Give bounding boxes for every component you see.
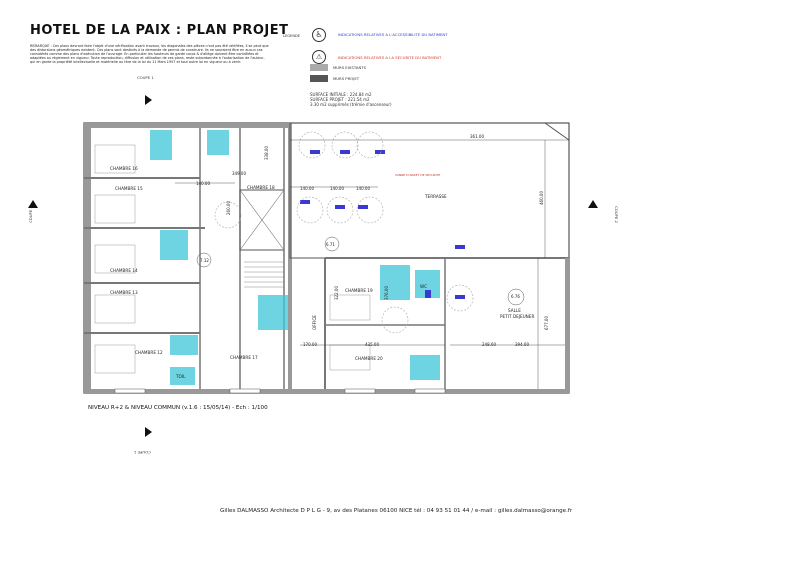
bathroom-16 <box>150 130 172 160</box>
room-terrasse: TERRASSE <box>424 194 447 199</box>
room-salle: SALLE <box>508 308 521 313</box>
dim-677: 677.00 <box>544 316 549 330</box>
dim-349: 349.00 <box>232 171 246 176</box>
room-ch18: CHAMBRE 18 <box>247 185 275 190</box>
dim-140b: 140.00 <box>330 186 344 191</box>
cut-marker-2-left <box>28 200 38 208</box>
bathroom-14 <box>160 230 188 260</box>
cut-marker-1-bottom <box>145 427 152 437</box>
legend-security: INDICATIONS RELATIVES A LA SECURITE DU B… <box>338 55 442 60</box>
room-petit-dej: PETIT DEJEUNER <box>500 314 534 319</box>
bathroom-12 <box>170 335 198 355</box>
room-ch12: CHAMBRE 12 <box>135 350 163 355</box>
room-ch13: CHAMBRE 13 <box>110 290 138 295</box>
plan-subtitle: NIVEAU R+2 & NIVEAU COMMUN (v.1.6 : 15/0… <box>88 405 268 411</box>
dim-140d: 140.00 <box>196 181 210 186</box>
staircase <box>244 261 284 288</box>
dim-140a: 140.00 <box>300 186 314 191</box>
surface-initial: SURFACE INITIALE : 224.84 m2 <box>310 92 372 97</box>
room-ch17: CHAMBRE 17 <box>230 355 258 360</box>
room-ch16: CHAMBRE 16 <box>110 166 138 171</box>
dim-460: 460.00 <box>539 191 544 205</box>
dim-260: 260.00 <box>226 201 231 215</box>
wall-top-left <box>84 123 289 128</box>
dim-394: 394.00 <box>515 342 529 347</box>
room-ch19: CHAMBRE 19 <box>345 288 373 293</box>
cut-marker-1-top <box>145 95 152 105</box>
project-walls-label: MURS PROJET <box>333 76 360 81</box>
cut-label-1-top: COUPE 1 <box>137 75 154 80</box>
dim-140c: 140.00 <box>356 186 370 191</box>
legend-label: LEGENDE <box>283 34 301 38</box>
level-712: 7.12 <box>200 258 209 263</box>
dimension-lines <box>175 139 569 389</box>
existing-walls-label: MURS EXISTANTS <box>333 65 367 70</box>
existing-walls-swatch <box>310 64 328 71</box>
room-office: OFFICE <box>312 315 317 330</box>
room-ch20: CHAMBRE 20 <box>355 356 383 361</box>
dim-170: 170.00 <box>303 342 317 347</box>
dim-338: 338.00 <box>264 146 269 160</box>
wall-left <box>84 123 91 393</box>
terrasse-note: VANNE D'ARRET DE SECURITE <box>395 173 440 177</box>
beds <box>94 144 371 374</box>
surface-removed: 3.30 m2 supprimés (trémie d'ascenseur) <box>310 102 392 108</box>
legend-existing-walls: MURS EXISTANTS <box>310 64 366 71</box>
dim-361: 361.00 <box>470 134 484 139</box>
bathroom-17b <box>258 295 288 330</box>
level-671: 6.71 <box>326 242 335 247</box>
level-676: 6.76 <box>511 294 520 299</box>
surface-project: SURFACE PROJET : 221.54 m2 <box>310 97 370 103</box>
dim-376: 376.00 <box>384 286 389 300</box>
wall-bottom <box>84 389 569 393</box>
bathroom-17 <box>207 130 229 155</box>
wheelchair-icon: ♿ <box>312 28 326 42</box>
dim-435: 435.00 <box>365 342 379 347</box>
legend-accessibility: INDICATIONS RELATIVES A L'ACCESSIBILITE … <box>338 32 448 37</box>
room-ch14: CHAMBRE 14 <box>110 268 138 273</box>
turning-circles <box>214 131 474 334</box>
accessibility-arrows <box>300 150 465 299</box>
wall-right <box>565 258 569 393</box>
cut-marker-2-right <box>588 200 598 208</box>
room-ch15: CHAMBRE 15 <box>115 186 143 191</box>
architect-footer: Gilles DALMASSO Architecte D P L G - 9, … <box>220 508 573 514</box>
project-walls-swatch <box>310 75 328 82</box>
room-wc: WC <box>420 284 427 289</box>
dim-322: 322.00 <box>334 286 339 300</box>
page-title: HOTEL DE LA PAIX : PLAN PROJET <box>30 23 289 38</box>
room-toil: TOIL <box>175 374 186 379</box>
surfaces-block: SURFACE INITIALE : 224.84 m2 SURFACE PRO… <box>310 92 392 108</box>
bathroom-19 <box>380 265 410 300</box>
bathroom-20 <box>410 355 440 380</box>
security-icon: ⚠ <box>312 50 326 64</box>
legend-project-walls: MURS PROJET <box>310 75 359 82</box>
toil-room <box>170 367 195 385</box>
dim-248: 248.00 <box>482 342 496 347</box>
remark-text: REMARQUE : Ces plans devront faire l'obj… <box>30 44 269 65</box>
